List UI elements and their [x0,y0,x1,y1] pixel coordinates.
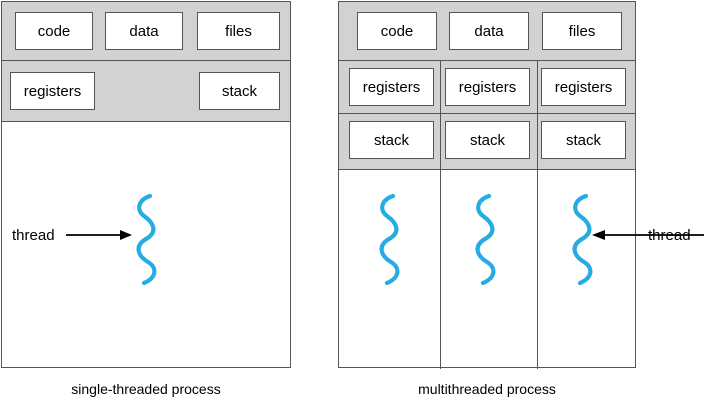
thread-squiggle-icon [572,193,593,286]
thread-squiggle-icon [475,193,496,286]
multi-cell-registers-thread-3: registers [541,68,626,106]
single-thread-annotation-label: thread [12,227,55,244]
multi-cell-code: code [357,12,437,50]
single-threaded-process-box: code data files registers stack [1,1,291,368]
multi-cell-registers-thread-1: registers [349,68,434,106]
thread-pointer-arrow-left-icon [592,230,704,240]
single-cell-files: files [197,12,280,50]
single-cell-registers: registers [10,72,95,110]
multithreaded-process-box: code data files registers registers regi… [338,1,636,369]
multi-cell-stack-thread-3: stack [541,121,626,159]
multi-cell-stack-thread-2: stack [445,121,530,159]
thread-squiggle-icon [379,193,400,286]
single-cell-data: data [105,12,183,50]
multi-cell-files: files [542,12,622,50]
multi-column-divider-2 [537,61,538,369]
multi-column-divider-1 [440,61,441,369]
caption-multithreaded-process: multithreaded process [418,381,556,397]
thread-squiggle-icon [136,193,157,286]
single-cell-stack: stack [199,72,280,110]
caption-single-threaded-process: single-threaded process [71,381,221,397]
multi-cell-data: data [449,12,529,50]
multi-cell-stack-thread-1: stack [349,121,434,159]
single-cell-code: code [15,12,93,50]
multi-cell-registers-thread-2: registers [445,68,530,106]
thread-pointer-arrow-right-icon [66,230,132,240]
